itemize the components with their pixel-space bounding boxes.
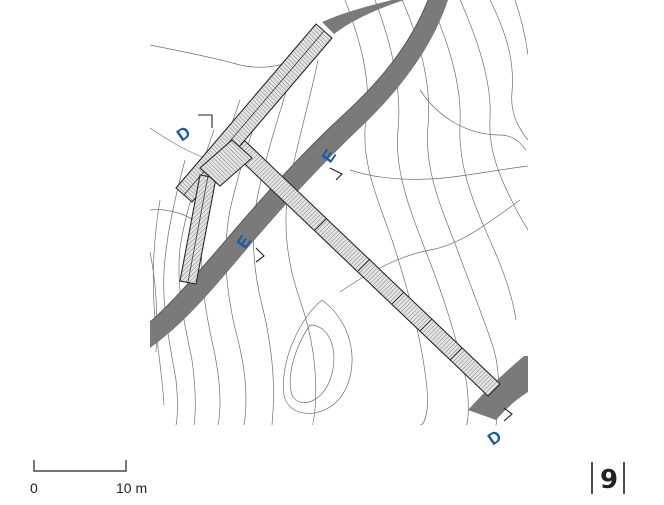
road-bottom-right: [468, 356, 528, 420]
scale-end-label: 10 m: [116, 480, 147, 496]
scale-bar: 0 10 m: [30, 460, 147, 496]
scale-start-label: 0: [30, 480, 38, 496]
page-number: 9: [591, 462, 625, 495]
main-walkway: [231, 139, 501, 397]
page-number-text: 9: [600, 465, 618, 495]
road-top: [322, 0, 404, 34]
section-label-d-bottom: D: [484, 427, 505, 450]
section-label-d-top: D: [173, 123, 194, 146]
section-marker-d-top: D: [173, 114, 213, 146]
junction-platform: [199, 139, 253, 187]
